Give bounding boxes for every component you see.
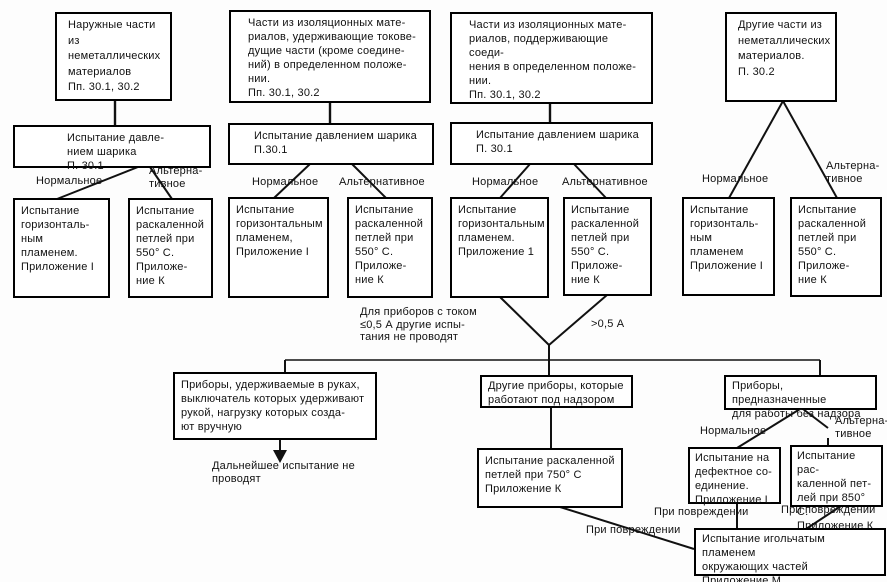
box-glow-wire-550-test-4: Испытание раскаленной петлей при 550° С.…	[790, 197, 882, 297]
label-no-further-testing: Дальнейшее испытание не проводят	[212, 460, 355, 485]
label-on-damage-2: При повреждении	[654, 506, 749, 518]
box-needle-flame-test: Испытание игольчатым пламенем окружающих…	[694, 528, 886, 582]
label-on-damage-1: При повреждении	[586, 524, 681, 536]
box-horizontal-flame-test-1: Испытание горизонталь- ным пламенем. При…	[13, 198, 110, 298]
label-alternative-2: Альтернативное	[339, 176, 425, 188]
label-normal-3: Нормальное	[472, 176, 539, 188]
label-normal-5: Нормальное	[700, 425, 767, 437]
label-current-above-05a: >0,5 А	[591, 318, 625, 330]
box-ball-pressure-test-3: Испытание давлением шарика П. 30.1	[450, 122, 653, 165]
label-alternative-3: Альтернативное	[562, 176, 648, 188]
box-horizontal-flame-test-2: Испытание горизонтальным пламенем, Прило…	[228, 197, 329, 298]
box-insulating-parts-holding-live: Части из изоляционных мате- риалов, удер…	[229, 10, 431, 103]
box-glow-wire-550-test-1: Испытание раскаленной петлей при 550° С.…	[128, 198, 213, 298]
label-current-below-05a: Для приборов с током ≤0,5 А другие испы-…	[360, 306, 477, 343]
box-ball-pressure-test-2: Испытание давлением шарика П.30.1	[228, 123, 434, 165]
box-glow-wire-550-test-3: Испытание раскаленной петлей при 550° С.…	[563, 197, 652, 296]
box-ball-pressure-test-1: Испытание давле- нием шарика П. 30.1	[13, 125, 211, 172]
box-insulating-parts-supporting-connections: Части из изоляционных мате- риалов, подд…	[450, 12, 653, 104]
box-handheld-appliances: Приборы, удерживаемые в руках, выключате…	[173, 372, 377, 440]
box-horizontal-flame-test-4: Испытание горизонталь- ным пламенем Прил…	[682, 197, 775, 296]
label-on-damage-3: При повреждении	[781, 504, 876, 516]
box-glow-wire-550-test-2: Испытание раскаленной петлей при 550° С.…	[347, 197, 433, 298]
box-horizontal-flame-test-3: Испытание горизонтальным пламенем. Прило…	[450, 197, 549, 298]
box-glow-wire-850-test: Испытание рас- каленной пет- лей при 850…	[790, 445, 883, 532]
label-alternative-5: Альтерна- тивное	[835, 415, 887, 440]
box-bad-connection-test: Испытание на дефектное со- единение. При…	[688, 447, 781, 506]
box-other-nonmetallic-parts: Другие части из неметаллических материал…	[725, 12, 837, 102]
box-glow-wire-750-test: Испытание раскаленной петлей при 750° С …	[477, 448, 623, 508]
label-normal-1: Нормальное	[36, 175, 103, 187]
box-supervised-appliances: Другие приборы, которые работают под над…	[480, 375, 633, 408]
arrow-head-icon	[273, 450, 287, 463]
box-outer-nonmetallic-parts: Наружные части из неметаллических матери…	[55, 12, 172, 101]
label-normal-4: Нормальное	[702, 173, 769, 185]
label-alternative-1: Альтерна- тивное	[149, 165, 203, 190]
box-unattended-appliances: Приборы, предназначенные для работы без …	[724, 375, 877, 420]
label-normal-2: Нормальное	[252, 176, 319, 188]
label-alternative-4: Альтерна- тивное	[826, 160, 880, 185]
